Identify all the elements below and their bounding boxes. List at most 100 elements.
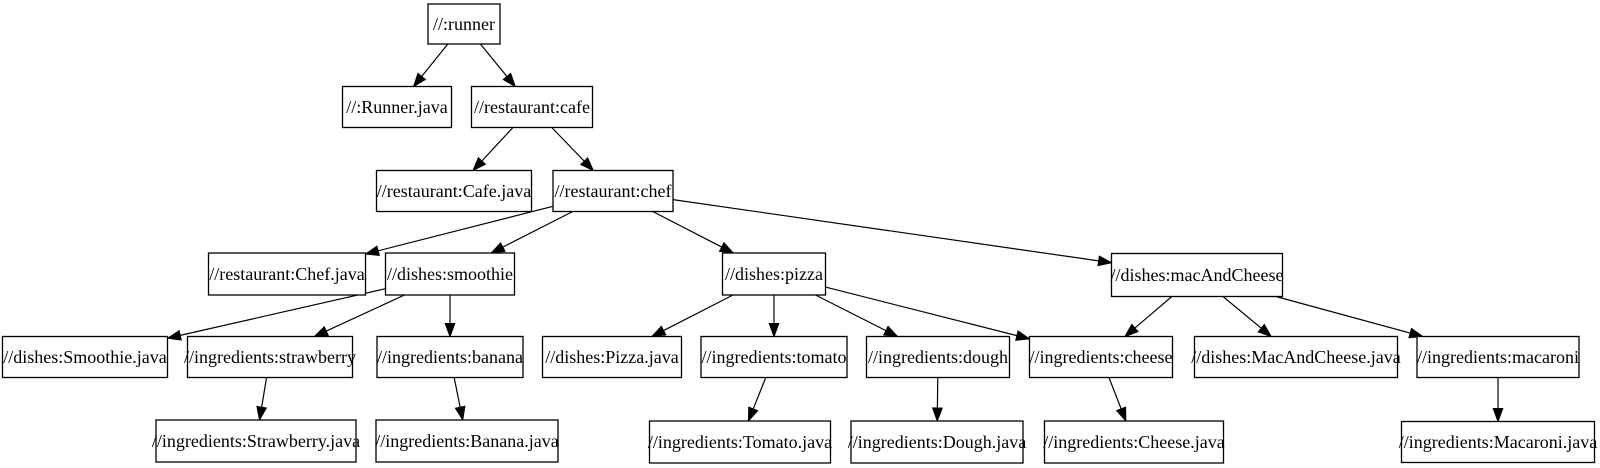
node-strawberry-java: //ingredients:Strawberry.java — [152, 419, 360, 463]
edge-runner-to-runner_java — [412, 43, 449, 88]
node-label: //ingredients:Strawberry.java — [152, 431, 360, 451]
node-box — [1, 335, 169, 379]
node-box — [470, 85, 594, 129]
edge-cafe-to-cafe_java — [472, 127, 514, 172]
node-banana-java: //ingredients:Banana.java — [375, 419, 559, 463]
edge-smoothie-to-smoothie_java — [166, 288, 386, 341]
edge-pizza-to-pizza_java — [650, 294, 734, 338]
node-box — [1043, 420, 1225, 464]
node-cheese: //ingredients:cheese — [1028, 335, 1174, 379]
arrowhead-icon — [454, 405, 466, 422]
node-box — [376, 335, 524, 379]
edge-chef-to-chef_java — [364, 205, 554, 257]
node-label: //restaurant:Cafe.java — [377, 181, 531, 201]
node-box — [384, 252, 516, 296]
node-label: //restaurant:cafe — [474, 97, 590, 117]
arrowhead-icon — [1015, 330, 1031, 341]
node-label: //ingredients:Banana.java — [375, 431, 558, 451]
edge-tomato-to-tomato_java — [747, 377, 767, 423]
edge-cafe-to-chef — [551, 127, 595, 172]
node-box — [1400, 420, 1596, 464]
arrowhead-icon — [489, 241, 506, 254]
node-pizza-java: //dishes:Pizza.java — [541, 335, 683, 379]
arrowhead-icon — [166, 329, 182, 341]
node-macaroni: //ingredients:macaroni — [1416, 335, 1580, 379]
node-runner-java: //:Runner.java — [341, 85, 453, 129]
node-box — [648, 420, 832, 464]
node-cafe-java: //restaurant:Cafe.java — [375, 169, 533, 213]
node-box — [700, 335, 848, 379]
edge-chef-to-pizza — [652, 210, 735, 254]
node-label: //dishes:Pizza.java — [545, 347, 678, 367]
arrowhead-icon — [1257, 323, 1273, 338]
node-label: //ingredients:Tomato.java — [648, 432, 832, 452]
arrowhead-icon — [1408, 327, 1425, 339]
edge-runner-to-cafe — [479, 43, 517, 88]
edge-chef-to-mac_and_cheese — [672, 199, 1113, 267]
edge-smoothie-to-banana — [444, 295, 456, 338]
edge-pizza-to-dough — [815, 294, 899, 338]
edge-strawberry-to-strawberry_java — [256, 377, 268, 422]
node-dough-java: //ingredients:Dough.java — [848, 420, 1026, 464]
node-box — [375, 419, 559, 463]
edge-macaroni-to-macaroni_java — [1492, 377, 1504, 423]
node-label: //ingredients:Macaroni.java — [1399, 432, 1597, 452]
edge-mac_and_cheese-to-macaroni — [1275, 295, 1425, 339]
arrowhead-icon — [472, 156, 487, 172]
arrowhead-icon — [1097, 255, 1113, 267]
arrowhead-icon — [931, 407, 943, 423]
edge-chef-to-smoothie — [489, 210, 574, 254]
arrowhead-icon — [579, 156, 595, 172]
node-box — [865, 335, 1011, 379]
node-box — [375, 169, 533, 213]
edge-pizza-to-tomato — [768, 295, 780, 338]
node-label: //ingredients:dough — [868, 347, 1008, 367]
node-label: //:Runner.java — [346, 97, 447, 117]
arrowhead-icon — [444, 323, 456, 338]
edge-mac_and_cheese-to-mac_and_cheese_java — [1222, 296, 1273, 338]
node-box — [850, 420, 1024, 464]
arrowhead-icon — [1123, 323, 1139, 338]
node-box — [207, 252, 367, 296]
node-label: //:runner — [433, 14, 495, 34]
node-macaroni-java: //ingredients:Macaroni.java — [1399, 420, 1597, 464]
node-label: //ingredients:Cheese.java — [1043, 432, 1224, 452]
node-tomato: //ingredients:tomato — [700, 335, 848, 379]
node-box — [341, 85, 453, 129]
edge-pizza-to-cheese — [825, 286, 1031, 341]
arrowhead-icon — [502, 72, 517, 88]
node-label: //dishes:smoothie — [387, 264, 513, 284]
node-box — [541, 335, 683, 379]
node-mac-and-cheese: //dishes:macAndCheese — [1110, 252, 1284, 298]
node-box — [186, 335, 354, 379]
node-label: //ingredients:banana — [377, 347, 523, 367]
node-chef: //restaurant:chef — [552, 169, 674, 213]
arrowhead-icon — [882, 325, 899, 338]
node-box — [721, 252, 827, 296]
node-label: //ingredients:macaroni — [1417, 347, 1579, 367]
node-pizza: //dishes:pizza — [721, 252, 827, 296]
arrowhead-icon — [313, 325, 330, 338]
node-box — [552, 169, 674, 213]
node-banana: //ingredients:banana — [376, 335, 524, 379]
node-smoothie: //dishes:smoothie — [384, 252, 516, 296]
node-smoothie-java: //dishes:Smoothie.java — [1, 335, 169, 379]
node-label: //ingredients:cheese — [1030, 347, 1173, 367]
arrowhead-icon — [412, 72, 427, 88]
arrowhead-icon — [364, 245, 380, 257]
node-tomato-java: //ingredients:Tomato.java — [648, 420, 832, 464]
arrowhead-icon — [1492, 408, 1504, 423]
node-label: //ingredients:tomato — [702, 347, 847, 367]
node-dough: //ingredients:dough — [865, 335, 1011, 379]
arrowhead-icon — [718, 241, 735, 254]
node-label: //dishes:Smoothie.java — [3, 347, 167, 367]
edge-banana-to-banana_java — [453, 377, 466, 422]
node-label: //restaurant:Chef.java — [209, 264, 364, 284]
node-box — [1416, 335, 1580, 379]
node-box — [1110, 252, 1284, 298]
node-box — [155, 419, 357, 463]
node-label: //restaurant:chef — [555, 181, 672, 201]
node-label: //dishes:macAndCheese — [1111, 265, 1284, 285]
node-mac-and-cheese-java: //dishes:MacAndCheese.java — [1191, 335, 1401, 379]
node-chef-java: //restaurant:Chef.java — [207, 252, 367, 296]
